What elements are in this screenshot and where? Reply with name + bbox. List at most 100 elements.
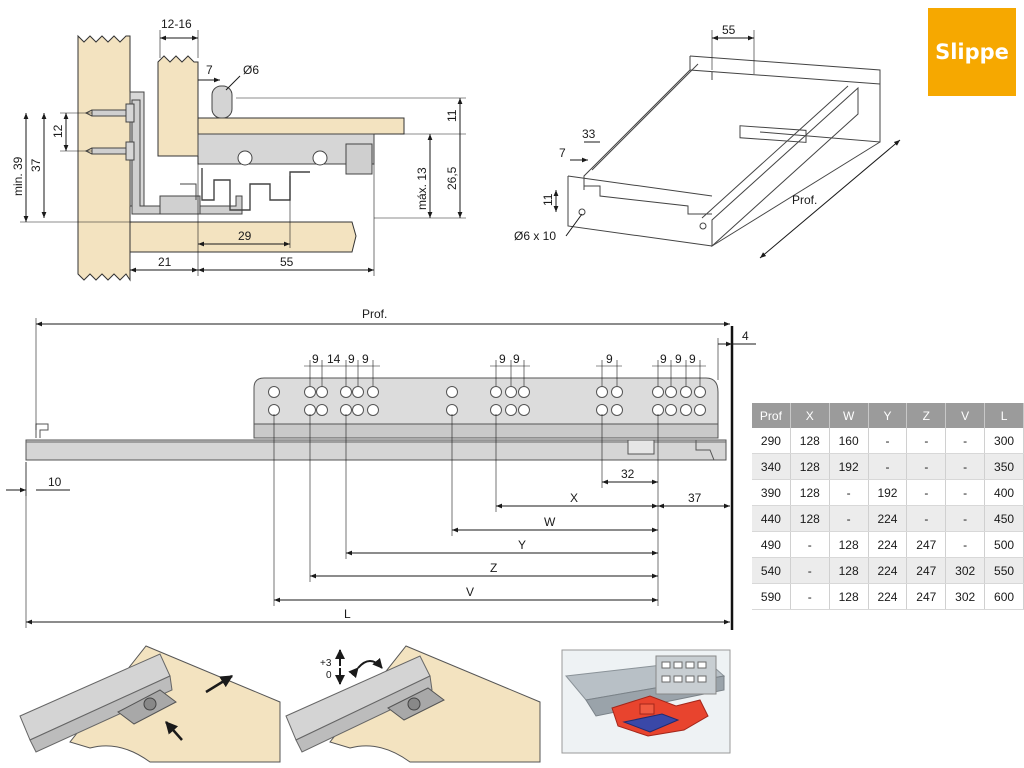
table-cell: 400 (984, 479, 1024, 506)
rail-dim-10: 10 (48, 475, 62, 489)
table-cell: 224 (868, 557, 908, 584)
dim-max13: máx. 13 (415, 167, 429, 210)
dim-12: 12 (51, 124, 65, 138)
table-header-row: Prof X W Y Z V L (752, 403, 1024, 428)
drawer-bottom-panel (197, 117, 405, 135)
table-cell: 450 (984, 505, 1024, 532)
isometric-dimensions: 55 33 7 11 Ø6 x 10 Prof. (514, 23, 901, 259)
rail-runner (25, 439, 727, 461)
adjust-plus3: +3 (320, 658, 332, 669)
rotate-icon (348, 657, 383, 679)
hole-icon (578, 208, 586, 216)
table-cell: 128 (829, 557, 869, 584)
table-header: Y (868, 403, 908, 428)
table-cell: 192 (868, 479, 908, 506)
table-cell: - (945, 479, 986, 506)
table-header: V (945, 403, 986, 428)
rail-dim-prof: Prof. (362, 307, 387, 321)
pitch-9: 9 (312, 352, 319, 366)
iso-dim-55: 55 (722, 23, 736, 37)
table-cell: 300 (984, 428, 1024, 454)
section-dimensions: 12-16 7 Ø6 11 26,5 máx. 13 12 37 min. 39… (11, 17, 466, 276)
table-cell: 224 (868, 531, 908, 558)
pitch-9: 9 (606, 352, 613, 366)
hole-icon (312, 150, 328, 166)
table-cell: 128 (829, 531, 869, 558)
pitch-9: 9 (362, 352, 369, 366)
table-cell: - (790, 557, 830, 584)
rail-dim-w: W (544, 515, 556, 529)
hole-icon (237, 150, 253, 166)
dim-29: 29 (238, 229, 252, 243)
table-cell: 590 (752, 583, 791, 610)
table-cell: 128 (790, 479, 830, 506)
table-header: L (984, 403, 1024, 428)
table-header: Z (906, 403, 947, 428)
rail-dim-37: 37 (688, 491, 702, 505)
locking-clip (627, 439, 655, 455)
table-cell: - (906, 453, 947, 480)
brand-logo: Slippe (928, 8, 1016, 96)
table-cell: 540 (752, 557, 791, 584)
table-cell: - (906, 428, 947, 454)
arrow-icon (205, 674, 234, 694)
table-cell: - (945, 531, 986, 558)
table-cell: 302 (945, 583, 986, 610)
dim-min39: min. 39 (11, 156, 25, 196)
table-cell: 247 (906, 531, 947, 558)
table-cell: - (868, 428, 908, 454)
table-header: W (829, 403, 869, 428)
rail-dim-z: Z (490, 561, 497, 575)
pitch-9: 9 (689, 352, 696, 366)
rail-dim-l: L (344, 607, 351, 621)
dim-21: 21 (158, 255, 172, 269)
hole-icon (699, 222, 707, 230)
table-cell: - (945, 505, 986, 532)
table-cell: 128 (790, 453, 830, 480)
rail-dimensions: Prof. 4 10 32 37 X W Y Z V L (6, 307, 756, 628)
table-cell: 128 (790, 428, 830, 454)
iso-dim-hole: Ø6 x 10 (514, 229, 556, 243)
rail-dim-x: X (570, 491, 578, 505)
table-cell: 128 (790, 505, 830, 532)
table-cell: 224 (868, 505, 908, 532)
table-cell: 160 (829, 428, 869, 454)
table-cell: - (868, 453, 908, 480)
pitch-9: 9 (499, 352, 506, 366)
table-cell: - (945, 428, 986, 454)
rail-dim-v: V (466, 585, 474, 599)
dim-55: 55 (280, 255, 294, 269)
table-cell: 224 (868, 583, 908, 610)
dim-7: 7 (206, 63, 213, 77)
table-cell: - (906, 505, 947, 532)
brand-logo-text: Slippe (935, 40, 1009, 64)
table-cell: - (790, 531, 830, 558)
table-cell: 247 (906, 557, 947, 584)
table-cell: 192 (829, 453, 869, 480)
table-cell: 350 (984, 453, 1024, 480)
table-cell: - (829, 505, 869, 532)
dim-26-5: 26,5 (445, 166, 459, 190)
table-cell: - (829, 479, 869, 506)
pitch-9: 9 (348, 352, 355, 366)
dim-11: 11 (445, 109, 459, 122)
section-drawing (77, 34, 405, 282)
rail-dim-y: Y (518, 538, 526, 552)
table-header: X (790, 403, 830, 428)
pitch-14: 14 (327, 352, 341, 366)
table-cell: 340 (752, 453, 791, 480)
dim-phi6: Ø6 (243, 63, 259, 77)
pitch-9: 9 (675, 352, 682, 366)
rail-dim-4: 4 (742, 329, 749, 343)
table-cell: 128 (829, 583, 869, 610)
table-cell: 600 (984, 583, 1024, 610)
dim-12-16: 12-16 (161, 17, 192, 31)
cabinet-bottom-plank (129, 221, 357, 253)
